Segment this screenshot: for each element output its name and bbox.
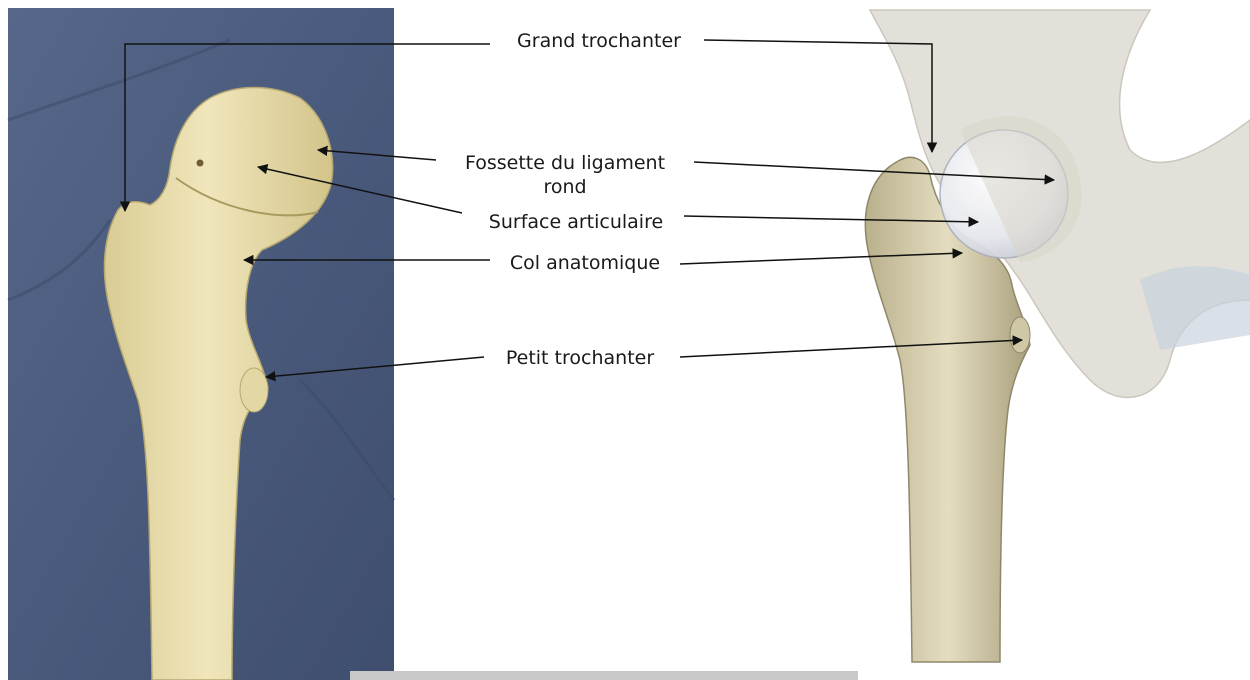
label-surface-articulaire: Surface articulaire [470,210,682,234]
pubic-ramus [1140,266,1250,350]
label-grand-trochanter: Grand trochanter [498,29,700,53]
label-fossette-line1: Fossette du ligament [440,151,690,175]
render-hip-panel [865,10,1250,662]
photo-femur-panel [8,8,394,680]
fovea-dot-photo [197,160,204,167]
lesser-trochanter-3d [1010,317,1030,353]
label-fossette-ligament-rond: Fossette du ligament rond [440,151,690,199]
label-fossette-line2: rond [440,175,690,199]
label-col-anatomique: Col anatomique [494,251,676,275]
horizontal-scrollbar[interactable] [350,671,858,680]
lesser-trochanter-photo [240,368,268,412]
label-petit-trochanter: Petit trochanter [490,346,670,370]
